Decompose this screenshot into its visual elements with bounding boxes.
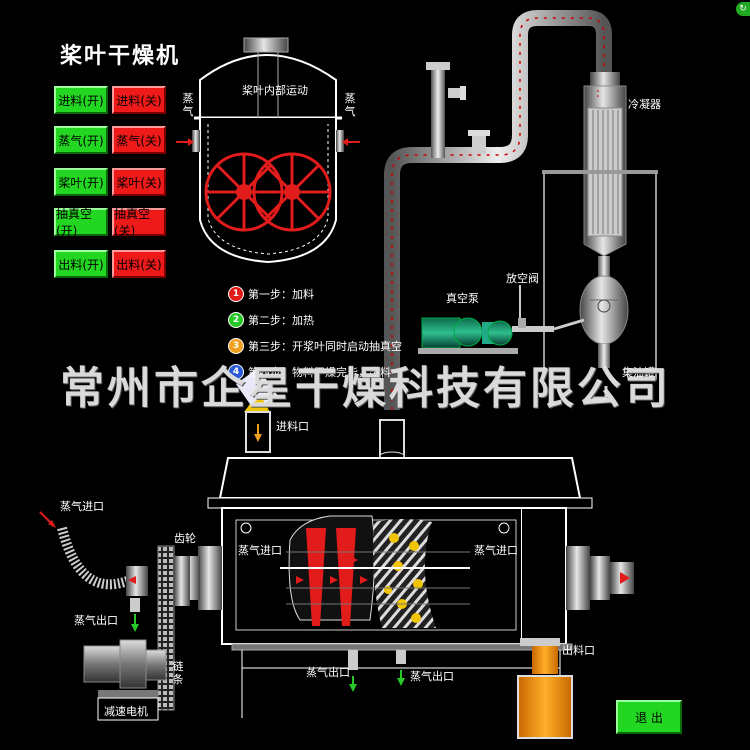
steam-off-button[interactable]: 蒸气(关) xyxy=(112,126,166,154)
condenser-label: 冷凝器 xyxy=(628,98,661,111)
vacuum-pump-label: 真空泵 xyxy=(446,292,479,305)
step-3: 3 第三步：开浆叶同时启动抽真空 xyxy=(228,338,402,354)
paddle-dryer xyxy=(180,457,634,718)
drive-assembly xyxy=(39,511,190,721)
discharge-on-button[interactable]: 出料(开) xyxy=(54,250,108,278)
step-2-text: 第二步：加热 xyxy=(248,314,314,327)
discharge-label: 出料口 xyxy=(562,644,595,657)
step-1-badge: 1 xyxy=(228,286,244,302)
watermark-text: 常州市企星干燥科技有限公司 xyxy=(60,363,671,414)
paddle-on-button[interactable]: 桨叶(开) xyxy=(54,168,108,196)
steam-outlet-mid-label: 蒸气出口 xyxy=(306,666,350,679)
step-3-text: 第三步：开浆叶同时启动抽真空 xyxy=(248,340,402,353)
discharge-receiver xyxy=(517,638,573,739)
vacuum-off-button[interactable]: 抽真空(关) xyxy=(112,207,166,238)
feed-inlet-label: 进料口 xyxy=(276,420,309,433)
refresh-icon[interactable]: ↻ xyxy=(736,2,750,16)
steam-inlet-top-label: 蒸气进口 xyxy=(60,500,104,513)
steam-inlet-left-label: 蒸气进口 xyxy=(238,544,282,557)
vessel-steam-left-label: 蒸气 xyxy=(182,92,194,118)
steam-outlet-left-label: 蒸气出口 xyxy=(74,614,118,627)
exit-button[interactable]: 退 出 xyxy=(616,700,682,734)
step-4-text: 第四步：物料干燥完毕，出料 xyxy=(248,366,391,379)
page-title: 桨叶干燥机 xyxy=(60,44,181,69)
step-4: 4 第四步：物料干燥完毕，出料 xyxy=(228,364,391,380)
step-1-text: 第一步：加料 xyxy=(248,288,314,301)
motor-label: 减速电机 xyxy=(104,705,148,718)
step-2-badge: 2 xyxy=(228,312,244,328)
vacuum-on-button[interactable]: 抽真空(开) xyxy=(54,207,108,238)
feed-off-button[interactable]: 进料(关) xyxy=(112,86,166,114)
feed-on-button[interactable]: 进料(开) xyxy=(54,86,108,114)
gear-label: 齿轮 xyxy=(174,532,196,545)
feed-inlet xyxy=(236,368,405,461)
vacuum-pump xyxy=(418,285,585,354)
steam-on-button[interactable]: 蒸气(开) xyxy=(54,126,108,154)
condenser-unit xyxy=(542,72,658,400)
discharge-off-button[interactable]: 出料(关) xyxy=(112,250,166,278)
steam-outlet-right-label: 蒸气出口 xyxy=(410,670,454,683)
vessel-steam-right-label: 蒸气 xyxy=(344,92,356,118)
piping xyxy=(384,9,612,410)
steam-inlet-right-label: 蒸气进口 xyxy=(474,544,518,557)
paddle-off-button[interactable]: 桨叶(关) xyxy=(112,168,166,196)
collector-label: 集油罐 xyxy=(622,366,655,379)
chain-label: 链条 xyxy=(172,660,184,686)
step-1: 1 第一步：加料 xyxy=(228,286,314,302)
step-2: 2 第二步：加热 xyxy=(228,312,314,328)
step-3-badge: 3 xyxy=(228,338,244,354)
vent-valve-label: 放空阀 xyxy=(506,272,539,285)
step-4-badge: 4 xyxy=(228,364,244,380)
jacketed-vessel xyxy=(176,37,360,264)
vessel-caption: 桨叶内部运动 xyxy=(242,84,308,97)
